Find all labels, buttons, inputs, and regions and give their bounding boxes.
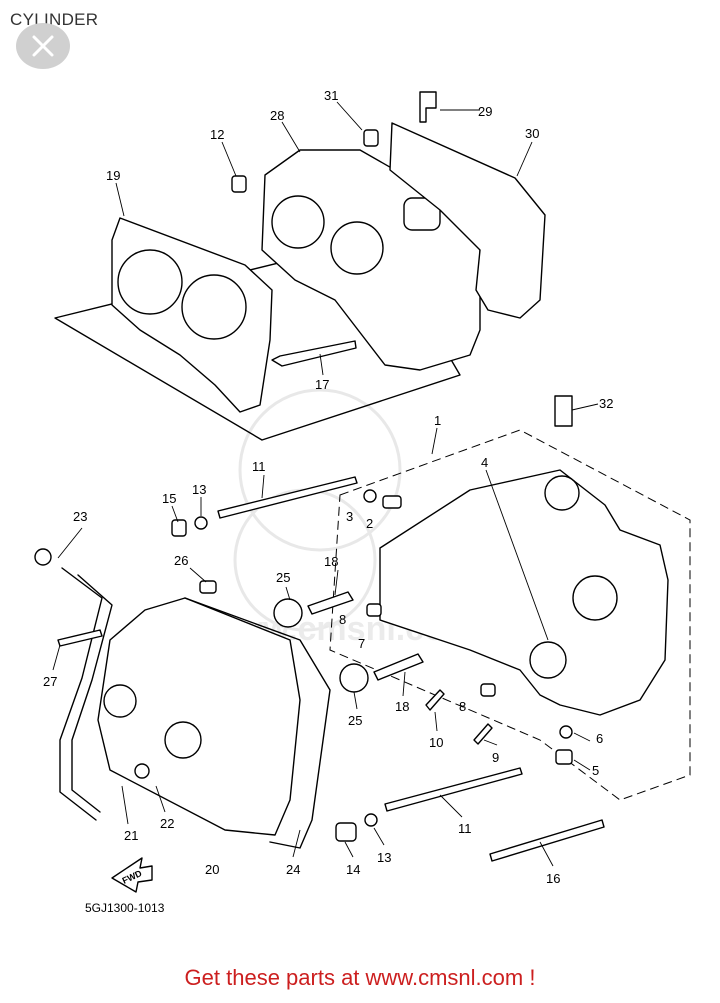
part-8-plug-lower [480, 683, 496, 697]
part-30-gasket [389, 122, 546, 319]
callout-21: 21 [124, 828, 138, 843]
callout-13-lower: 13 [377, 850, 391, 865]
part-9-spring [473, 723, 493, 745]
callout-13-upper: 13 [192, 482, 206, 497]
close-button[interactable] [16, 23, 70, 69]
callout-3: 3 [346, 509, 353, 524]
callout-15: 15 [162, 491, 176, 506]
part-12-dowel [231, 175, 247, 193]
callout-27: 27 [43, 674, 57, 689]
part-14-plug [335, 822, 357, 842]
part-8-plug-upper [366, 603, 382, 617]
part-18-camshaft-lower [373, 653, 424, 681]
part-6-washer [559, 725, 573, 739]
callout-9: 9 [492, 750, 499, 765]
callout-2: 2 [366, 516, 373, 531]
callout-16: 16 [546, 871, 560, 886]
part-22-clamp [134, 763, 150, 779]
part-16-bolt [489, 819, 605, 862]
part-11-stud-upper [217, 476, 358, 519]
part-15-plug [171, 519, 187, 537]
callout-31: 31 [324, 88, 338, 103]
part-19-cylinder-gasket [111, 217, 273, 413]
callout-26: 26 [174, 553, 188, 568]
callout-10: 10 [429, 735, 443, 750]
callout-23: 23 [73, 509, 87, 524]
part-27-bolt [57, 629, 103, 647]
callout-18-lower: 18 [395, 699, 409, 714]
part-21-hose-outline [59, 567, 103, 821]
callout-8-upper: 8 [339, 612, 346, 627]
callout-labels: 31 29 28 12 30 19 17 32 1 4 11 15 13 3 2… [43, 88, 613, 886]
part-29-fitting [419, 91, 437, 123]
callout-11-upper: 11 [252, 459, 266, 474]
part-5-bolt [555, 749, 573, 765]
part-25-seal-upper [273, 598, 303, 628]
part-13-washer-lower [364, 813, 378, 827]
part-1-cylinder-head [379, 469, 669, 716]
callout-7: 7 [358, 636, 365, 651]
callout-8-lower: 8 [459, 699, 466, 714]
part-24-cover-gasket [184, 597, 331, 849]
part-17-bolt [271, 340, 357, 367]
callout-24: 24 [286, 862, 300, 877]
callout-20: 20 [205, 862, 219, 877]
part-28-cylinder [261, 149, 481, 371]
part-26-dowel [199, 580, 217, 594]
callout-25-upper: 25 [276, 570, 290, 585]
part-10-spring [425, 689, 445, 711]
part-25-seal-lower [339, 663, 369, 693]
callout-19: 19 [106, 168, 120, 183]
callout-5: 5 [592, 763, 599, 778]
part-21-hose [71, 574, 113, 813]
gasket-plane-outline [54, 237, 461, 441]
part-2-fitting [382, 495, 402, 509]
callout-25-lower: 25 [348, 713, 362, 728]
part-18-camshaft-upper [307, 591, 354, 615]
head-assembly-box [329, 429, 691, 801]
part-31-dowel [363, 129, 379, 147]
fwd-arrow: FWD [111, 857, 153, 893]
part-32-sensor [554, 395, 573, 427]
callout-30: 30 [525, 126, 539, 141]
callout-29: 29 [478, 104, 492, 119]
part-23-clamp [34, 548, 52, 566]
callout-32: 32 [599, 396, 613, 411]
callout-17: 17 [315, 377, 329, 392]
diagram-code: 5GJ1300-1013 [85, 901, 165, 915]
part-3-washer [363, 489, 377, 503]
callout-4: 4 [481, 455, 488, 470]
part-20-head-cover [97, 597, 301, 836]
callout-28: 28 [270, 108, 284, 123]
close-icon [32, 35, 54, 57]
callout-14: 14 [346, 862, 360, 877]
leader-lines [52, 101, 599, 867]
callout-1: 1 [434, 413, 441, 428]
part-11-stud-lower [384, 767, 523, 812]
callout-12: 12 [210, 127, 224, 142]
callout-11-lower: 11 [458, 821, 472, 836]
cmsnl-link[interactable]: Get these parts at www.cmsnl.com ! [184, 965, 536, 990]
part-13-washer-upper [194, 516, 208, 530]
callout-22: 22 [160, 816, 174, 831]
callout-18-upper: 18 [324, 554, 338, 569]
callout-6: 6 [596, 731, 603, 746]
